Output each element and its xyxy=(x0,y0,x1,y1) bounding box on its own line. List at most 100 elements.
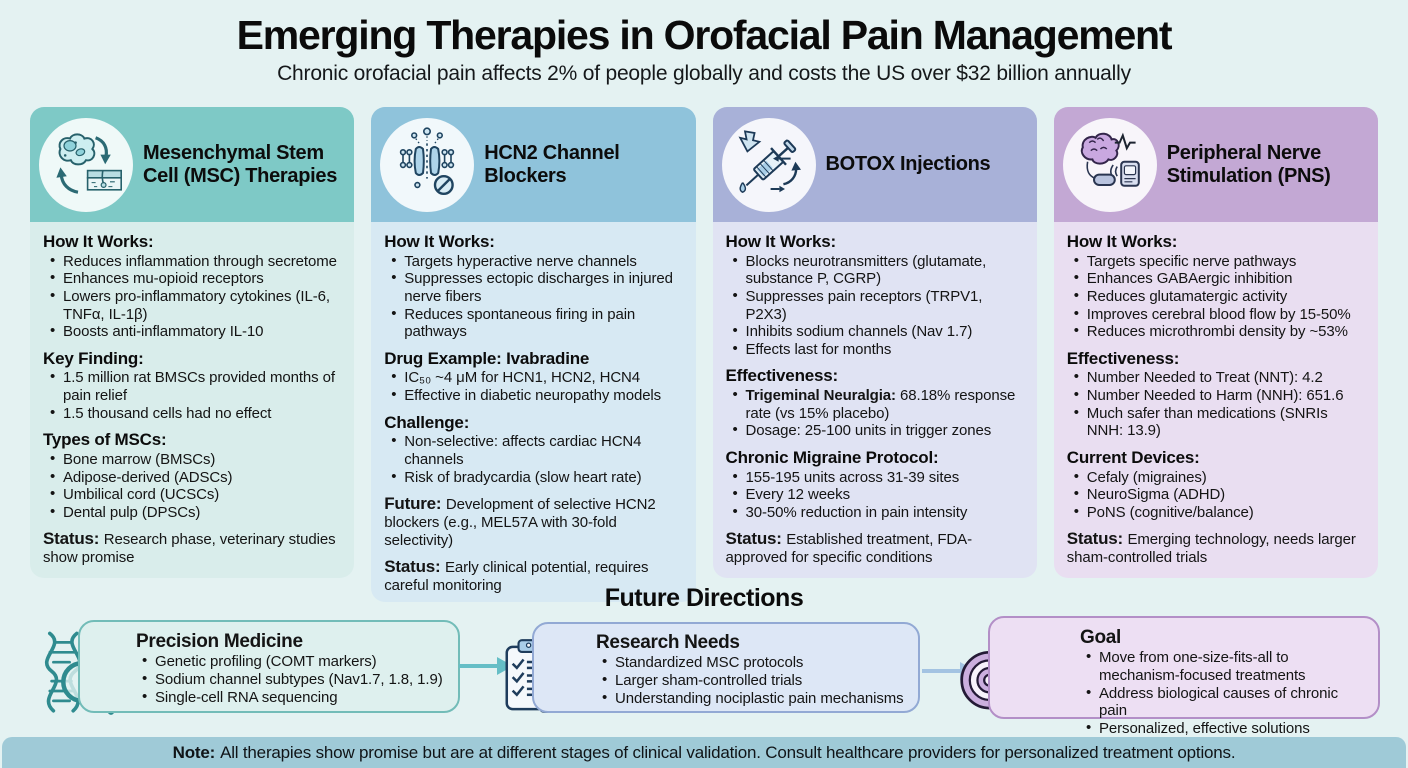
bullet-item: Effects last for months xyxy=(726,340,1024,359)
card-title: Mesenchymal Stem Cell (MSC) Therapies xyxy=(143,142,338,187)
section-heading: How It Works: xyxy=(43,232,154,251)
card-section: How It Works:Targets specific nerve path… xyxy=(1067,232,1365,341)
bullet-item: Effective in diabetic neuropathy models xyxy=(384,386,682,405)
section-heading: Chronic Migraine Protocol: xyxy=(725,447,939,467)
bullet-item: Inhibits sodium channels (Nav 1.7) xyxy=(726,322,1024,341)
bullet-item: Bone marrow (BMSCs) xyxy=(43,450,341,469)
card-section: Drug Example: IvabradineIC₅₀ ~4 μM for H… xyxy=(384,349,682,405)
therapy-card-pns: Peripheral Nerve Stimulation (PNS) How I… xyxy=(1053,107,1378,578)
bullet-item: Genetic profiling (COMT markers) xyxy=(136,652,450,671)
card-section: Chronic Migraine Protocol:155-195 units … xyxy=(726,448,1024,522)
card-status: Status: Early clinical potential, requir… xyxy=(384,557,649,594)
card-section: How It Works:Blocks neurotransmitters (g… xyxy=(726,232,1024,358)
bullet-item: Risk of bradycardia (slow heart rate) xyxy=(384,468,682,487)
bullet-item: Much safer than medications (SNRIs NNH: … xyxy=(1067,404,1365,440)
bullet-item: Targets specific nerve pathways xyxy=(1067,252,1365,271)
bullet-item: Larger sham-controlled trials xyxy=(596,671,910,690)
bullet-item: Boosts anti-inflammatory IL-10 xyxy=(43,322,341,341)
bullet-item: Standardized MSC protocols xyxy=(596,653,910,672)
card-section: Key Finding:1.5 million rat BMSCs provid… xyxy=(43,349,341,423)
bullet-list: Move from one-size-fits-all to mechanism… xyxy=(1080,648,1370,738)
card-status: Future: Development of selective HCN2 bl… xyxy=(384,494,656,549)
bullet-list: Genetic profiling (COMT markers)Sodium c… xyxy=(136,652,450,707)
card-body: How It Works:Blocks neurotransmitters (g… xyxy=(712,222,1037,578)
bullet-list: Non-selective: affects cardiac HCN4 chan… xyxy=(384,432,682,487)
card-section: Current Devices:Cefaly (migraines)NeuroS… xyxy=(1067,448,1365,522)
bullet-item: Adipose-derived (ADSCs) xyxy=(43,468,341,487)
bullet-item: Enhances mu-opioid receptors xyxy=(43,269,341,288)
bullet-item: Personalized, effective solutions xyxy=(1080,719,1370,738)
future-box-title: Goal xyxy=(1080,627,1122,648)
bullet-item: Lowers pro-inflammatory cytokines (IL-6,… xyxy=(43,287,341,323)
bullet-item: Non-selective: affects cardiac HCN4 chan… xyxy=(384,432,682,468)
bullet-list: Reduces inflammation through secretomeEn… xyxy=(43,252,341,341)
therapy-card-hcn2: HCN2 Channel Blockers How It Works:Targe… xyxy=(371,107,696,603)
bullet-list: Number Needed to Treat (NNT): 4.2Number … xyxy=(1067,369,1365,440)
bullet-list: Bone marrow (BMSCs)Adipose-derived (ADSC… xyxy=(43,450,341,522)
bullet-item: Reduces inflammation through secretome xyxy=(43,252,341,271)
bullet-item: Dosage: 25-100 units in trigger zones xyxy=(726,421,1024,440)
bullet-item: PoNS (cognitive/balance) xyxy=(1067,503,1365,522)
bullet-item: 1.5 thousand cells had no effect xyxy=(43,404,341,423)
section-heading: How It Works: xyxy=(725,232,837,251)
card-status: Status: Emerging technology, needs large… xyxy=(1066,529,1356,567)
bullet-item: Umbilical cord (UCSCs) xyxy=(43,485,341,504)
card-header: HCN2 Channel Blockers xyxy=(371,107,696,222)
note-body: All therapies show promise but are at di… xyxy=(220,742,1236,762)
card-icon-circle xyxy=(721,117,816,212)
section-heading: Effectiveness: xyxy=(1066,348,1180,368)
bullet-list: Trigeminal Neuralgia: 68.18% response ra… xyxy=(726,386,1024,440)
bullet-list: IC₅₀ ~4 μM for HCN1, HCN2, HCN4Effective… xyxy=(384,369,682,405)
card-body: How It Works:Reduces inflammation throug… xyxy=(30,222,355,578)
syringe-icon xyxy=(737,129,801,193)
page-title: Emerging Therapies in Orofacial Pain Man… xyxy=(236,12,1173,58)
section-heading: Key Finding: xyxy=(43,348,144,368)
card-header: Peripheral Nerve Stimulation (PNS) xyxy=(1053,107,1378,222)
page-subtitle: Chronic orofacial pain affects 2% of peo… xyxy=(277,62,1131,85)
bullet-item: Blocks neurotransmitters (glutamate, sub… xyxy=(726,252,1024,288)
card-section: How It Works:Reduces inflammation throug… xyxy=(43,232,341,341)
bullet-item: Suppresses pain receptors (TRPV1, P2X3) xyxy=(726,287,1024,323)
therapy-card-msc: Mesenchymal Stem Cell (MSC) Therapies Ho… xyxy=(30,107,355,578)
bullet-item: Understanding nociplastic pain mechanism… xyxy=(596,689,910,708)
flow-arrow-icon xyxy=(459,657,513,675)
bullet-item: Reduces microthrombi density by ~53% xyxy=(1067,322,1365,341)
future-box-goal: Goal Move from one-size-fits-all to mech… xyxy=(988,616,1380,737)
card-title: BOTOX Injections xyxy=(825,153,991,176)
section-heading: Types of MSCs: xyxy=(43,430,167,450)
bullet-item: Number Needed to Harm (NNH): 651.6 xyxy=(1067,386,1365,405)
section-heading: Effectiveness: xyxy=(725,366,839,386)
bullet-item: Reduces glutamatergic activity xyxy=(1067,287,1365,306)
bullet-list: Cefaly (migraines)NeuroSigma (ADHD)PoNS … xyxy=(1067,468,1365,522)
note-text: Note:All therapies show promise but are … xyxy=(173,743,1236,763)
card-section: How It Works:Targets hyperactive nerve c… xyxy=(384,232,682,341)
card-status: Status: Established treatment, FDA-appro… xyxy=(725,529,973,567)
card-title: HCN2 Channel Blockers xyxy=(484,142,620,187)
bullet-list: 155-195 units across 31-39 sitesEvery 12… xyxy=(726,468,1024,522)
bullet-item: NeuroSigma (ADHD) xyxy=(1067,485,1365,504)
bullet-item: Number Needed to Treat (NNT): 4.2 xyxy=(1067,369,1365,387)
brain-stimulator-icon xyxy=(1080,132,1140,187)
bullet-item: Improves cerebral blood flow by 15-50% xyxy=(1067,305,1365,324)
bullet-item: Dental pulp (DPSCs) xyxy=(43,503,341,522)
bullet-list: Targets specific nerve pathwaysEnhances … xyxy=(1067,252,1365,341)
bullet-item: Targets hyperactive nerve channels xyxy=(384,252,682,271)
future-box-title: Precision Medicine xyxy=(136,631,303,652)
bullet-item: Cefaly (migraines) xyxy=(1067,468,1365,487)
ion-channel-icon xyxy=(400,126,455,195)
bullet-item: IC₅₀ ~4 μM for HCN1, HCN2, HCN4 xyxy=(384,369,682,387)
card-section: Challenge:Non-selective: affects cardiac… xyxy=(384,413,682,487)
bullet-list: Blocks neurotransmitters (glutamate, sub… xyxy=(726,252,1024,359)
card-title: Peripheral Nerve Stimulation (PNS) xyxy=(1166,142,1331,187)
note-bar: Note:All therapies show promise but are … xyxy=(2,737,1406,768)
future-box-research-needs: Research Needs Standardized MSC protocol… xyxy=(532,622,920,713)
card-icon-circle xyxy=(39,117,133,212)
bullet-item: Every 12 weeks xyxy=(726,485,1024,504)
bullet-list: 1.5 million rat BMSCs provided months of… xyxy=(43,368,341,423)
card-section: Types of MSCs:Bone marrow (BMSCs)Adipose… xyxy=(43,430,341,521)
bullet-item: Move from one-size-fits-all to mechanism… xyxy=(1080,648,1370,684)
card-icon-circle xyxy=(1062,117,1157,212)
card-section: Effectiveness:Trigeminal Neuralgia: 68.1… xyxy=(726,366,1024,440)
bullet-item: Single-cell RNA sequencing xyxy=(136,688,450,707)
